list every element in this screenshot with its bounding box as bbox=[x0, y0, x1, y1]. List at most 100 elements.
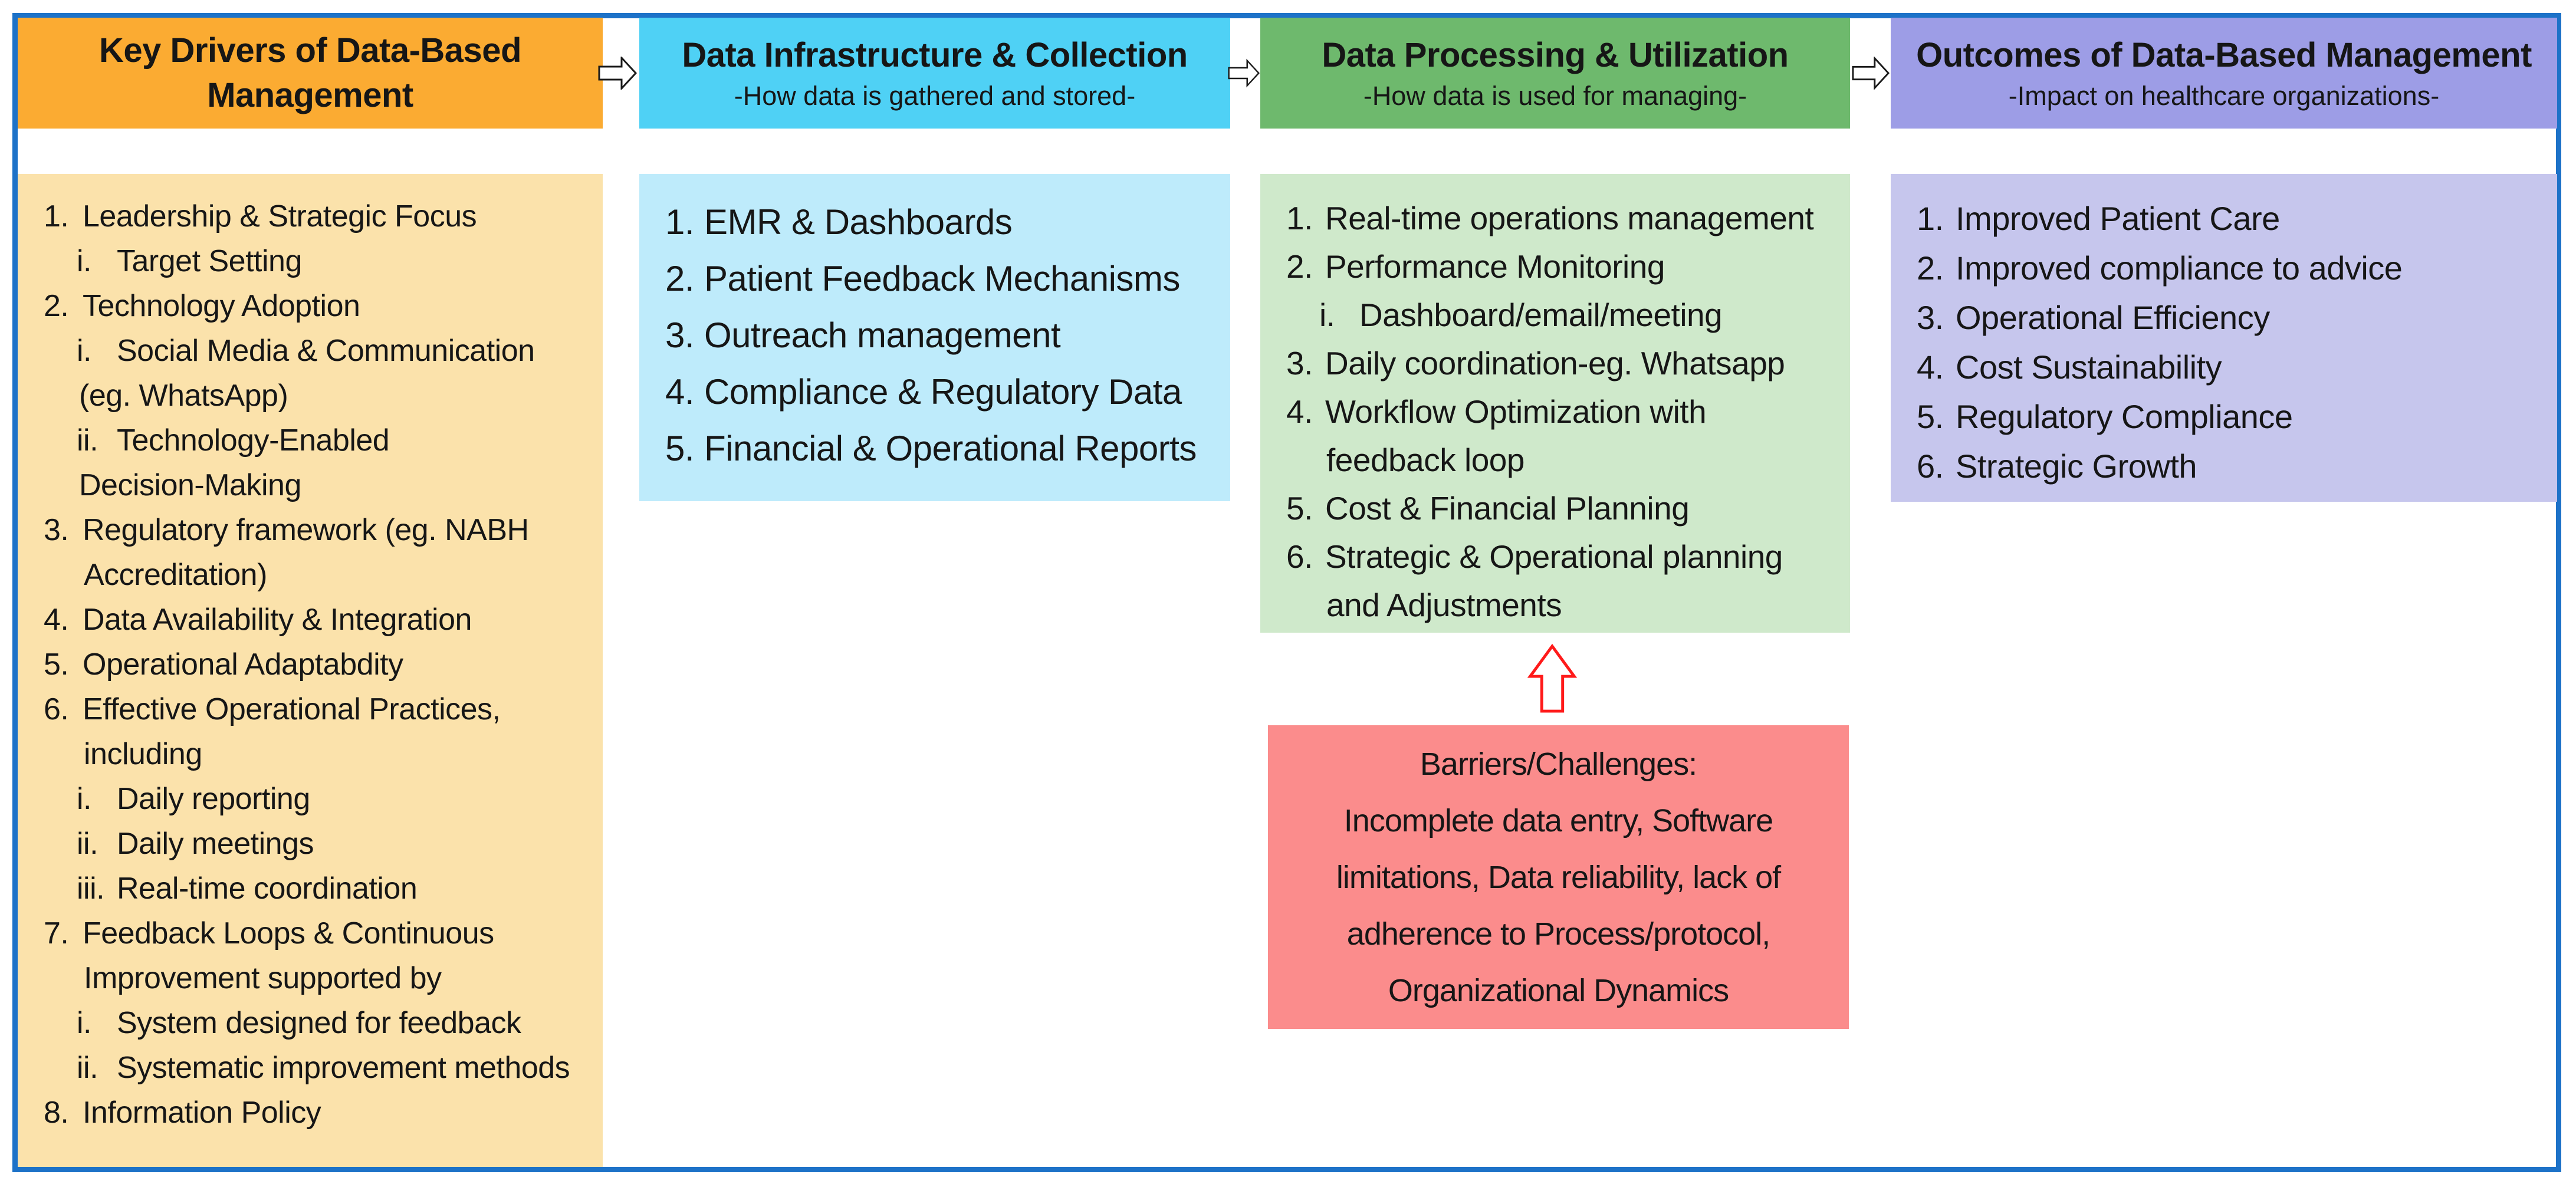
list-line-text: Effective Operational Practices, bbox=[83, 692, 501, 726]
list-line-text: Decision-Making bbox=[79, 468, 301, 502]
list-line-text: Daily coordination-eg. Whatsapp bbox=[1325, 345, 1785, 381]
list-line-marker: 4. bbox=[665, 372, 695, 412]
list-line-marker: 3. bbox=[44, 513, 69, 547]
list-line-text: Information Policy bbox=[83, 1096, 321, 1130]
list-line: 2. Improved compliance to advice bbox=[1891, 244, 2557, 293]
barriers-line: Organizational Dynamics bbox=[1336, 962, 1780, 1019]
list-line-marker: i. bbox=[77, 244, 92, 278]
list-line-text: Feedback Loops & Continuous bbox=[83, 916, 494, 951]
list-line-marker: ii. bbox=[77, 423, 98, 458]
list-line: 6. Strategic & Operational planning bbox=[1260, 532, 1850, 581]
list-line-marker: 5. bbox=[44, 647, 69, 682]
stage-subtitle: -How data is gathered and stored- bbox=[734, 81, 1136, 111]
list-line-text: Improvement supported by bbox=[84, 961, 442, 995]
list-line-text: Leadership & Strategic Focus bbox=[83, 199, 477, 233]
stage-title: Data Infrastructure & Collection bbox=[682, 36, 1188, 74]
list-line-marker: 2. bbox=[1917, 249, 1944, 287]
right-block-arrow-icon bbox=[598, 57, 637, 90]
list-line-text: Data Availability & Integration bbox=[83, 603, 472, 637]
list-line: 5. Regulatory Compliance bbox=[1891, 392, 2557, 442]
list-line-marker: i. bbox=[77, 334, 92, 368]
list-line-marker: 1. bbox=[1286, 200, 1313, 236]
barriers-line-text: adherence to Process/protocol, bbox=[1346, 916, 1770, 952]
list-line-text: Regulatory framework (eg. NABH bbox=[83, 513, 529, 547]
barriers-box: Barriers/Challenges: Incomplete data ent… bbox=[1268, 725, 1849, 1029]
list-line: 7. Feedback Loops & Continuous bbox=[18, 911, 603, 956]
outer-border bbox=[12, 13, 2561, 1172]
list-line-text: Performance Monitoring bbox=[1325, 248, 1665, 285]
list-line: 2. Patient Feedback Mechanisms bbox=[639, 251, 1230, 307]
list-line: 4. Compliance & Regulatory Data bbox=[639, 364, 1230, 420]
list-line-marker: 4. bbox=[1917, 348, 1944, 386]
list-line-marker: i. bbox=[1319, 297, 1335, 333]
stage-subtitle: -How data is used for managing- bbox=[1363, 81, 1747, 111]
barriers-line: limitations, Data reliability, lack of bbox=[1336, 849, 1781, 906]
list-line: 2. Performance Monitoring bbox=[1260, 242, 1850, 291]
list-line-marker: 3. bbox=[1286, 345, 1313, 381]
barriers-line-text: Organizational Dynamics bbox=[1388, 972, 1729, 1008]
list-line-text: Cost & Financial Planning bbox=[1325, 490, 1690, 527]
list-line-text: Workflow Optimization with bbox=[1325, 393, 1707, 430]
list-line-text: Strategic & Operational planning bbox=[1325, 538, 1783, 575]
list-line: 3. Outreach management bbox=[639, 307, 1230, 364]
list-line-text: Regulatory Compliance bbox=[1956, 398, 2293, 435]
list-outcomes: 1. Improved Patient Care 2. Improved com… bbox=[1891, 174, 2557, 502]
list-line-text: Technology-Enabled bbox=[117, 423, 390, 458]
list-line-text: Financial & Operational Reports bbox=[704, 429, 1197, 468]
list-line-text: Real-time operations management bbox=[1325, 200, 1814, 236]
list-line-text: feedback loop bbox=[1326, 442, 1525, 478]
list-line-marker: 4. bbox=[1286, 393, 1313, 430]
list-line-text: Cost Sustainability bbox=[1956, 348, 2222, 386]
list-line: 2. Technology Adoption bbox=[18, 284, 603, 328]
list-processing: 1. Real-time operations management 2. Pe… bbox=[1260, 174, 1850, 633]
list-line: Improvement supported by bbox=[18, 956, 603, 1001]
list-line-marker: 2. bbox=[665, 259, 695, 298]
list-line: 6. Effective Operational Practices, bbox=[18, 687, 603, 732]
list-line: and Adjustments bbox=[1260, 581, 1850, 629]
barriers-line-text: Incomplete data entry, Software bbox=[1343, 803, 1773, 838]
list-line-marker: 1. bbox=[44, 199, 69, 233]
list-line-marker: 3. bbox=[1917, 299, 1944, 336]
list-infrastructure: 1. EMR & Dashboards 2. Patient Feedback … bbox=[639, 174, 1230, 501]
list-line-text: including bbox=[84, 737, 202, 771]
stage-subtitle: -Impact on healthcare organizations- bbox=[2008, 81, 2440, 111]
barriers-line: Incomplete data entry, Software bbox=[1336, 792, 1780, 849]
list-line-text: Improved Patient Care bbox=[1956, 200, 2280, 237]
list-line: i. Daily reporting bbox=[18, 777, 603, 821]
list-line: Accreditation) bbox=[18, 552, 603, 597]
list-line: including bbox=[18, 732, 603, 777]
list-line-text: System designed for feedback bbox=[117, 1006, 521, 1040]
stage-header-infrastructure: Data Infrastructure & Collection -How da… bbox=[639, 18, 1230, 129]
list-line-text: and Adjustments bbox=[1326, 587, 1562, 623]
right-block-arrow-icon bbox=[1228, 58, 1260, 88]
list-line-marker: ii. bbox=[77, 827, 98, 861]
stage-header-key-drivers: Key Drivers of Data-Based Management bbox=[18, 18, 603, 129]
list-line-marker: ii. bbox=[77, 1051, 98, 1085]
list-line-text: Daily reporting bbox=[117, 782, 310, 816]
list-key-drivers: 1. Leadership & Strategic Focus i. Targe… bbox=[18, 174, 603, 1167]
list-line-text: Improved compliance to advice bbox=[1956, 249, 2403, 287]
list-line-marker: 7. bbox=[44, 916, 69, 951]
list-line: 8. Information Policy bbox=[18, 1090, 603, 1135]
list-line: 4. Workflow Optimization with bbox=[1260, 387, 1850, 436]
list-line: feedback loop bbox=[1260, 436, 1850, 484]
list-line: 6. Strategic Growth bbox=[1891, 442, 2557, 491]
list-line: 4. Data Availability & Integration bbox=[18, 597, 603, 642]
stage-header-outcomes: Outcomes of Data-Based Management -Impac… bbox=[1891, 18, 2557, 129]
list-line-marker: 2. bbox=[44, 289, 69, 323]
list-line: 5. Cost & Financial Planning bbox=[1260, 484, 1850, 532]
list-line-marker: 5. bbox=[1286, 490, 1313, 527]
list-line: 5. Financial & Operational Reports bbox=[639, 420, 1230, 477]
list-line-marker: 5. bbox=[1917, 398, 1944, 435]
list-line: 1. Leadership & Strategic Focus bbox=[18, 194, 603, 239]
list-line-text: Operational Adaptabdity bbox=[83, 647, 403, 682]
list-line-marker: iii. bbox=[77, 871, 105, 906]
barriers-lines: Incomplete data entry, Software limitati… bbox=[1336, 792, 1781, 1019]
stage-header-processing: Data Processing & Utilization -How data … bbox=[1260, 18, 1850, 129]
list-line-marker: 2. bbox=[1286, 248, 1313, 285]
barriers-title: Barriers/Challenges: bbox=[1420, 746, 1697, 782]
list-line: (eg. WhatsApp) bbox=[18, 373, 603, 418]
list-line: Decision-Making bbox=[18, 463, 603, 508]
stage-title: Data Processing & Utilization bbox=[1322, 36, 1789, 74]
